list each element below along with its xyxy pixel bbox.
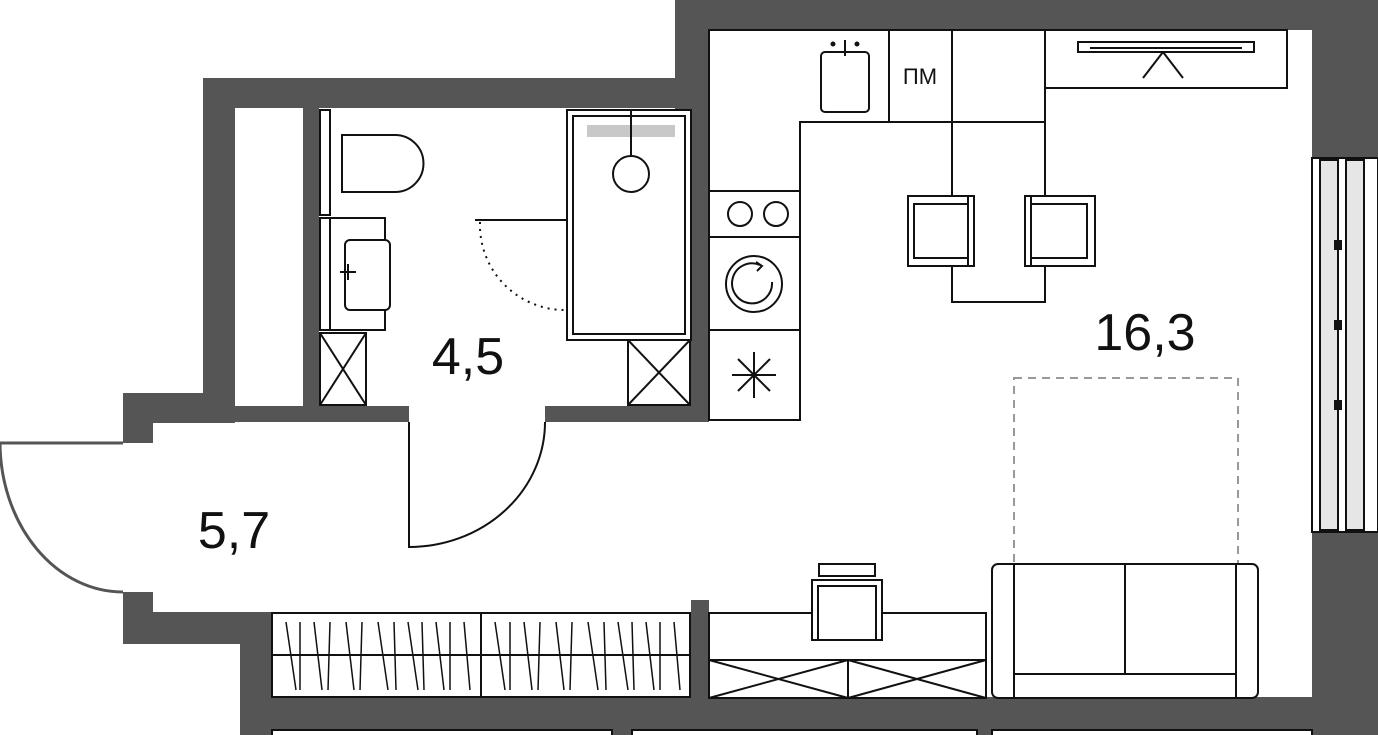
shower — [566, 109, 692, 341]
wardrobe — [271, 612, 691, 698]
hangers — [285, 621, 681, 691]
desk-chair — [811, 563, 883, 641]
dining-chair-right — [1024, 195, 1096, 267]
fold-out-bed-outline — [1013, 377, 1239, 569]
hallway-area-label: 5,7 — [198, 502, 270, 560]
right-window — [1311, 157, 1378, 533]
kitchen-sink — [820, 40, 870, 113]
wall-closet-partition — [303, 108, 319, 408]
dining-chair-left — [907, 195, 975, 267]
vent-shaft-right — [627, 339, 691, 406]
wall-top-left — [203, 78, 709, 108]
desk — [708, 612, 987, 699]
wall-right-upper — [1312, 0, 1378, 158]
fridge-icon — [732, 352, 776, 398]
wall-bath-kitchen — [691, 108, 709, 420]
wall-post — [691, 600, 709, 700]
sofa — [991, 563, 1259, 699]
bathroom-sink — [319, 217, 391, 331]
tv-unit — [1044, 29, 1288, 89]
wall-bottom — [240, 697, 1378, 735]
toilet — [319, 109, 425, 216]
vent-shaft-left — [319, 332, 367, 406]
wall-left-outer — [203, 78, 235, 423]
washing-machine — [725, 255, 783, 313]
wall-bath-bottom-right — [545, 406, 709, 422]
stove-hob — [727, 201, 789, 227]
wall-bath-bottom-left — [203, 406, 409, 422]
dishwasher-label: ПМ — [903, 64, 937, 89]
bathroom-door-swing[interactable] — [408, 421, 546, 549]
main-room-area-label: 16,3 — [1094, 304, 1195, 362]
wall-entrance-top-stub — [123, 393, 153, 443]
bathroom-area-label: 4,5 — [432, 328, 504, 386]
bottom-windows — [271, 729, 1313, 735]
closet-door[interactable] — [475, 219, 567, 311]
wall-top-right — [675, 0, 1378, 30]
walls — [123, 0, 1378, 735]
entrance-door-swing — [0, 441, 124, 594]
